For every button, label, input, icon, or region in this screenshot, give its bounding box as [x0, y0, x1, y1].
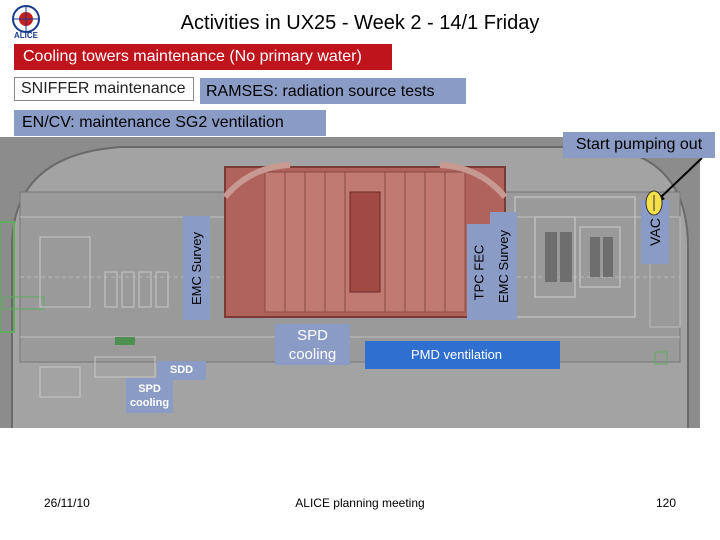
spd-cooling-left-label: SPD cooling [126, 378, 173, 413]
spd-cooling-center-label: SPD cooling [275, 324, 350, 365]
en-cv-banner: EN/CV: maintenance SG2 ventilation [14, 110, 326, 136]
emc-survey-left-label: EMC Survey [183, 216, 210, 320]
footer-meeting: ALICE planning meeting [0, 496, 720, 510]
ramses-banner: RAMSES: radiation source tests [200, 78, 466, 104]
start-pumping-banner: Start pumping out [563, 132, 715, 158]
emc-survey-right-label: EMC Survey [490, 212, 517, 320]
cavern-floor-plan [0, 137, 700, 428]
footer-page-number: 120 [656, 496, 676, 510]
sniffer-banner: SNIFFER maintenance [14, 77, 194, 101]
slide-title: Activities in UX25 - Week 2 - 14/1 Frida… [0, 12, 720, 35]
cooling-towers-banner: Cooling towers maintenance (No primary w… [14, 44, 392, 70]
vacuum-marker-icon [645, 190, 663, 216]
tpc-fec-label: TPC FEC [467, 224, 490, 320]
pmd-ventilation-label: PMD ventilation [365, 341, 560, 369]
